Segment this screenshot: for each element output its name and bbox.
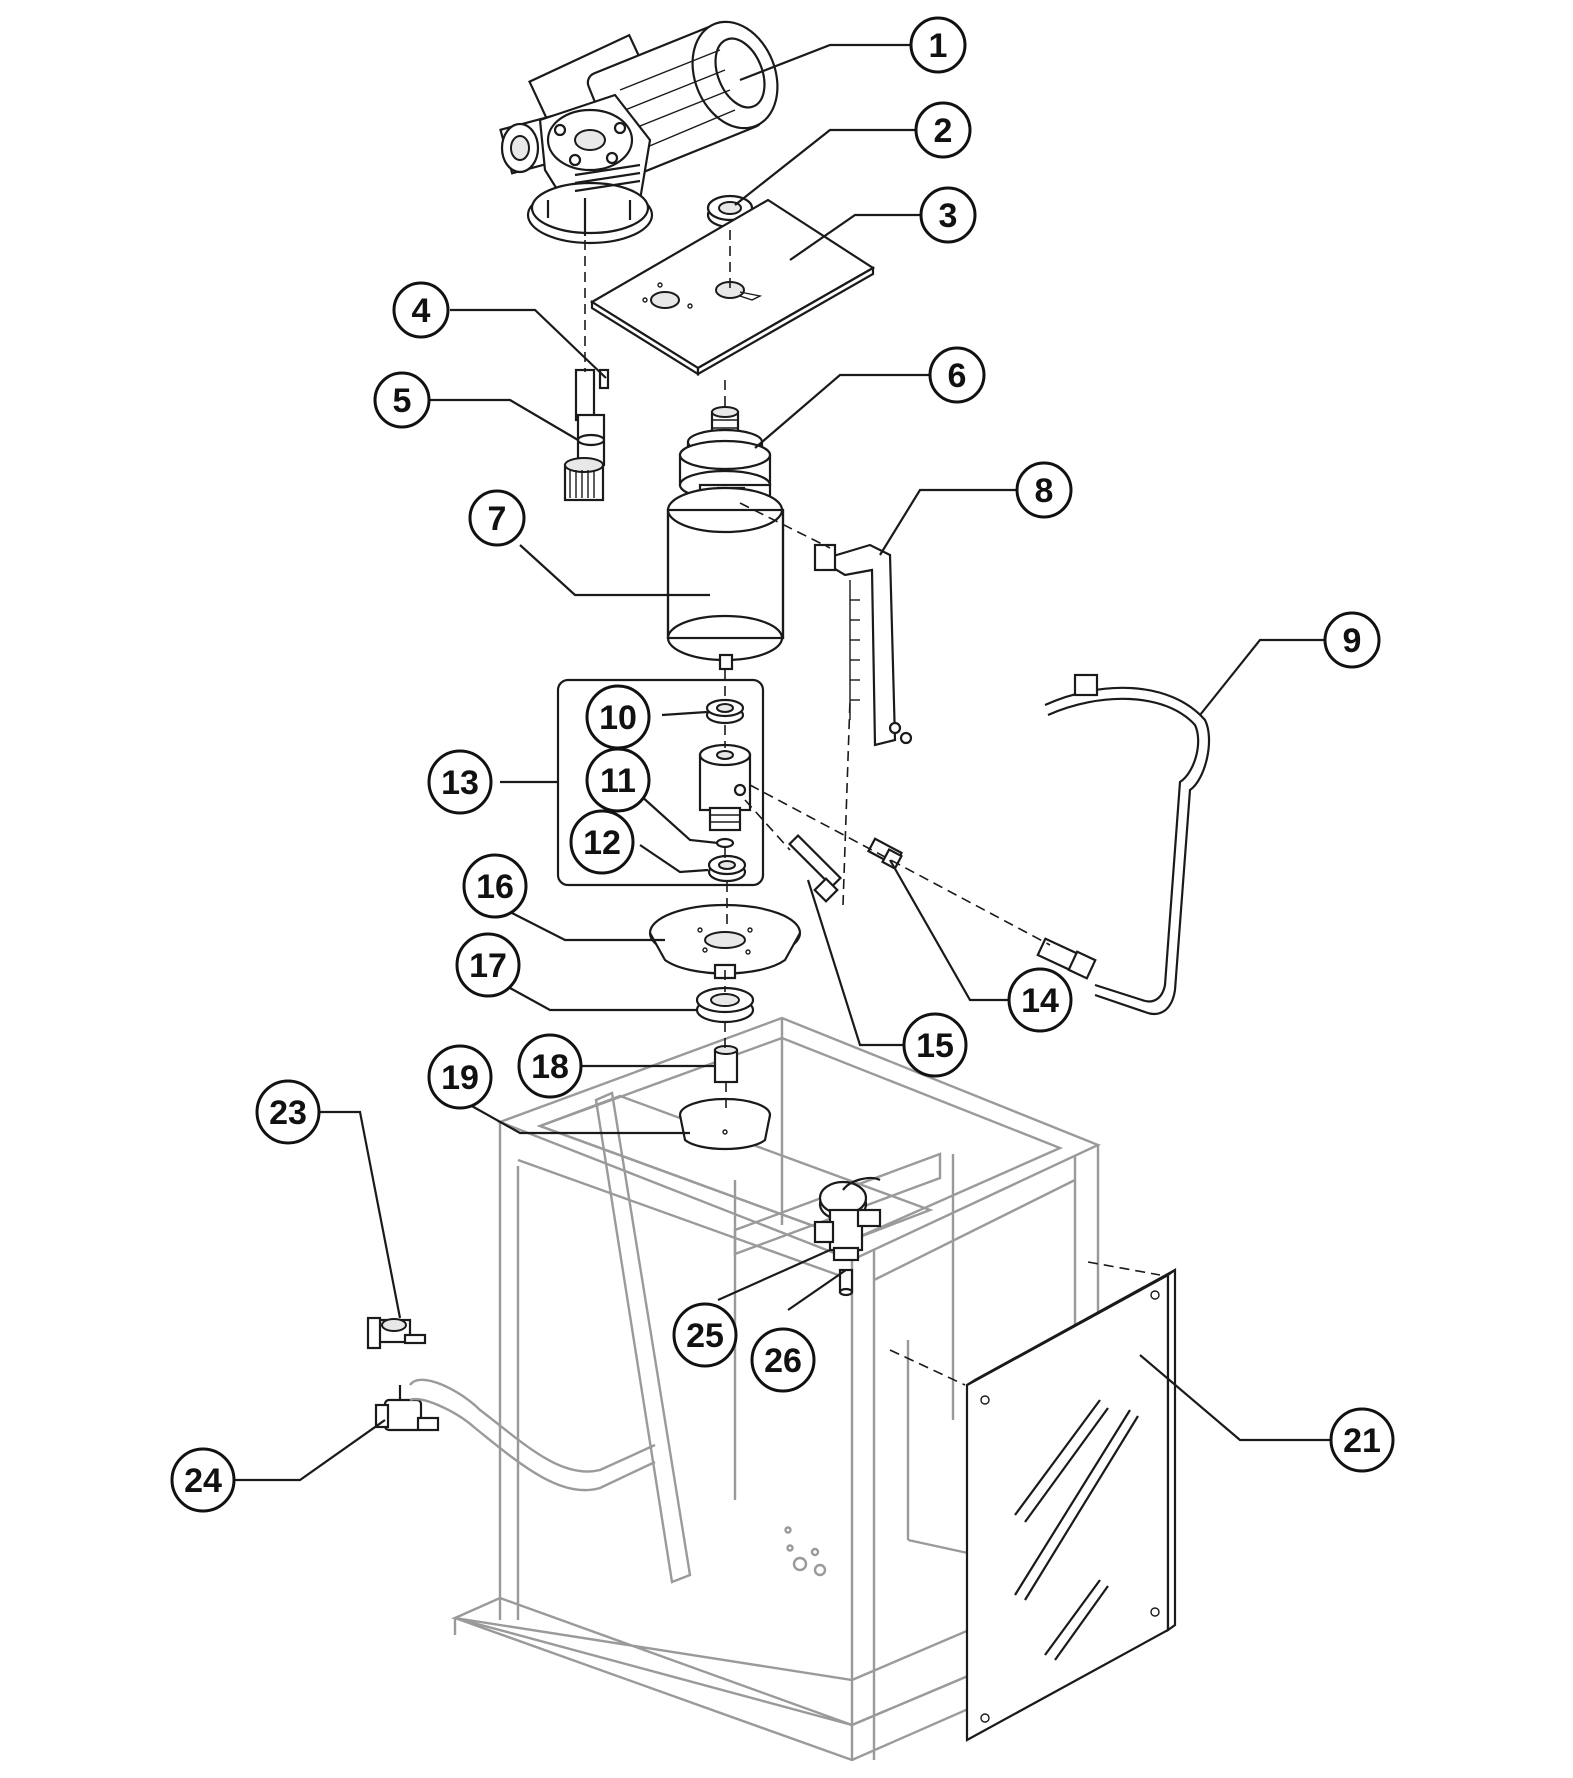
svg-text:3: 3 — [939, 197, 958, 235]
part-11-housing — [698, 743, 752, 849]
part-21-glass-panel — [965, 1267, 1177, 1742]
callout-10: 10 — [585, 684, 651, 750]
callout-4: 4 — [392, 281, 450, 339]
part-25-gauge-valve — [813, 1176, 882, 1262]
callout-17: 17 — [455, 932, 521, 998]
svg-text:7: 7 — [488, 500, 507, 538]
callout-24: 24 — [170, 1447, 236, 1513]
svg-text:18: 18 — [531, 1048, 569, 1086]
part-12-bearing — [707, 854, 747, 883]
callout-7: 7 — [468, 489, 526, 547]
part-18-bushing — [713, 1045, 739, 1084]
part-4-key — [598, 368, 610, 390]
svg-text:6: 6 — [948, 357, 967, 395]
svg-text:12: 12 — [583, 824, 621, 862]
svg-text:17: 17 — [469, 947, 507, 985]
svg-text:11: 11 — [600, 762, 636, 800]
callout-9: 9 — [1323, 611, 1381, 669]
svg-text:9: 9 — [1343, 622, 1362, 660]
callout-15: 15 — [902, 1012, 968, 1078]
part-23-clip — [366, 1316, 427, 1350]
callout-12: 12 — [569, 809, 635, 875]
svg-text:21: 21 — [1343, 1422, 1381, 1460]
part-1-motor — [499, 20, 779, 245]
callout-6: 6 — [928, 346, 986, 404]
callout-3: 3 — [919, 186, 977, 244]
svg-text:23: 23 — [269, 1094, 307, 1132]
part-15-fitting — [787, 833, 843, 903]
callout-13: 13 — [427, 749, 493, 815]
callout-25: 25 — [672, 1302, 738, 1368]
callout-2: 2 — [914, 101, 972, 159]
callout-16: 16 — [462, 853, 528, 919]
callout-14: 14 — [1007, 967, 1073, 1033]
callout-23: 23 — [255, 1079, 321, 1145]
leader-lines — [230, 43, 1330, 1482]
svg-text:16: 16 — [476, 868, 514, 906]
callout-26: 26 — [750, 1327, 816, 1393]
part-3-plate — [589, 198, 876, 376]
callout-5: 5 — [373, 371, 431, 429]
part-16-tray — [648, 903, 802, 980]
part-7-body — [666, 483, 785, 671]
part-5-shaft — [563, 368, 606, 502]
part-19-cup — [678, 1097, 772, 1151]
svg-text:8: 8 — [1035, 472, 1054, 510]
assembly-lines — [584, 230, 1161, 1386]
callout-8: 8 — [1015, 461, 1073, 519]
callout-18: 18 — [517, 1033, 583, 1099]
svg-text:19: 19 — [441, 1059, 479, 1097]
svg-text:26: 26 — [764, 1342, 802, 1380]
part-9-tube — [1036, 673, 1211, 1016]
svg-text:10: 10 — [599, 699, 637, 737]
svg-text:15: 15 — [916, 1027, 954, 1065]
part-10-bearing — [705, 698, 745, 725]
callout-11: 11 — [585, 747, 651, 813]
svg-text:1: 1 — [929, 27, 948, 65]
callout-1: 1 — [909, 16, 967, 74]
svg-text:25: 25 — [686, 1317, 724, 1355]
svg-text:14: 14 — [1021, 982, 1059, 1020]
svg-text:4: 4 — [412, 292, 431, 330]
svg-text:24: 24 — [184, 1462, 222, 1500]
callout-21: 21 — [1329, 1407, 1395, 1473]
callout-19: 19 — [427, 1044, 493, 1110]
part-8-lever — [813, 543, 913, 747]
part-24-valve — [374, 1378, 656, 1492]
svg-text:13: 13 — [441, 764, 479, 802]
svg-text:2: 2 — [934, 112, 953, 150]
svg-text:5: 5 — [393, 382, 412, 420]
part-17-ring — [695, 986, 755, 1024]
